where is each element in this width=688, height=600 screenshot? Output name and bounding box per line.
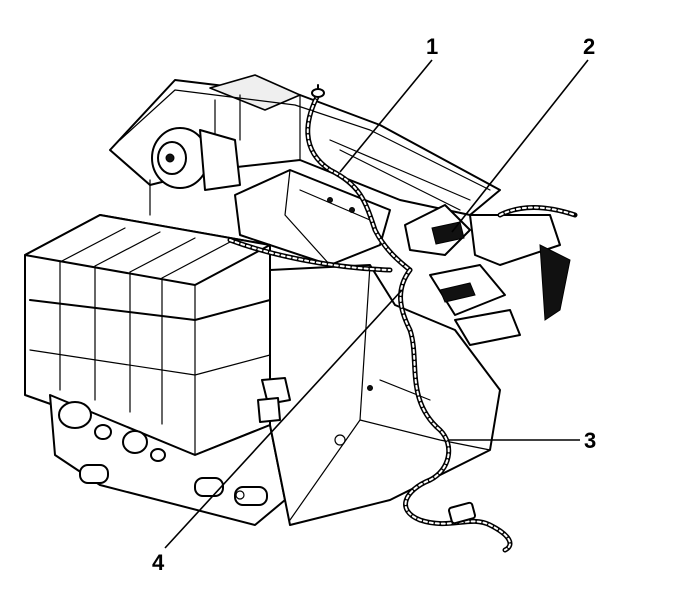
upper-housing xyxy=(109,74,501,216)
leader-4 xyxy=(164,289,403,549)
callout-leaders xyxy=(164,59,589,549)
right-housing xyxy=(257,264,501,526)
callout-2: 2 xyxy=(583,34,596,59)
callout-1: 1 xyxy=(426,34,439,59)
actuator-motor xyxy=(149,127,241,216)
leader-2 xyxy=(451,59,589,233)
leader-1 xyxy=(339,59,433,173)
callout-4: 4 xyxy=(152,550,165,575)
lower-case xyxy=(49,394,286,526)
callout-3: 3 xyxy=(584,428,597,453)
evaporator-core xyxy=(24,214,271,456)
electrical-connectors xyxy=(404,204,571,346)
wire-harness xyxy=(227,84,578,553)
blower-box xyxy=(234,169,391,266)
